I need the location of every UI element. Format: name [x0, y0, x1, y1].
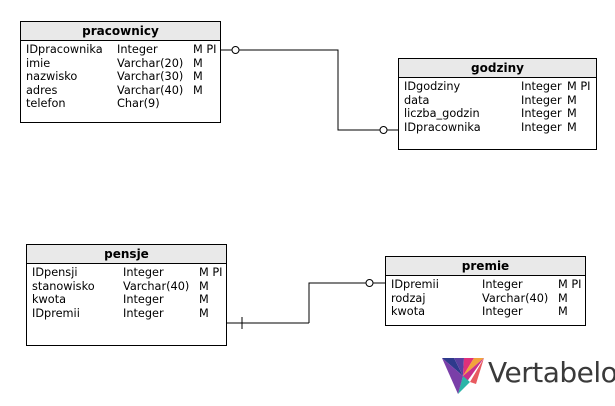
column-type: Varchar(40)	[117, 83, 184, 97]
table-title: pensje	[27, 245, 226, 264]
column-flags: M PI	[558, 278, 582, 291]
column-flags: M	[193, 83, 203, 97]
column-type: Integer	[521, 120, 562, 134]
column-flags: M	[193, 56, 203, 70]
column-flags: M PI	[193, 43, 217, 56]
table-title: pracownicy	[21, 22, 220, 41]
column-type: Integer	[521, 93, 562, 107]
column-type: Integer	[521, 107, 562, 120]
table-title: godziny	[399, 59, 596, 78]
column-name: liczba_godzin	[404, 107, 480, 120]
column-row: IDgodziny Integer M PI	[399, 80, 596, 94]
table-premie[interactable]: premie IDpremii Integer M PI rodzaj Varc…	[385, 256, 586, 326]
column-name: telefon	[26, 97, 66, 110]
column-flags: M	[558, 305, 568, 318]
column-flags: M PI	[567, 80, 591, 93]
logo-text: Vertabelo	[488, 356, 615, 389]
column-type: Integer	[482, 278, 523, 291]
column-type: Integer	[482, 305, 523, 318]
column-name: IDpensji	[32, 266, 78, 279]
column-flags: M PI	[199, 266, 223, 279]
vertabelo-logo-icon	[442, 358, 484, 394]
column-name: kwota	[32, 293, 67, 306]
table-godziny[interactable]: godziny IDgodziny Integer M PI data Inte…	[398, 58, 597, 150]
column-flags: M	[567, 107, 577, 120]
column-row: kwota Integer M	[27, 293, 226, 307]
column-row: IDpracownika Integer M PI	[21, 43, 220, 57]
column-flags: M	[567, 93, 577, 107]
column-flags: M	[199, 293, 209, 306]
column-row: stanowisko Varchar(40) M	[27, 280, 226, 294]
column-name: rodzaj	[391, 291, 426, 305]
column-name: nazwisko	[26, 70, 78, 83]
column-row: data Integer M	[399, 94, 596, 108]
table-pracownicy[interactable]: pracownicy IDpracownika Integer M PI imi…	[20, 21, 221, 123]
column-name: adres	[26, 83, 58, 97]
column-name: imie	[26, 56, 51, 70]
relationship-pracownicy-godziny[interactable]	[221, 46, 399, 134]
column-row: kwota Integer M	[386, 305, 585, 319]
column-name: kwota	[391, 305, 426, 318]
column-row: telefon Char(9)	[21, 97, 220, 111]
column-name: IDpracownika	[26, 43, 103, 56]
column-name: IDpremii	[391, 278, 439, 291]
column-type: Char(9)	[117, 97, 160, 110]
column-type: Varchar(30)	[117, 70, 184, 83]
column-row: rodzaj Varchar(40) M	[386, 292, 585, 306]
table-pensje[interactable]: pensje IDpensji Integer M PI stanowisko …	[26, 244, 227, 346]
column-type: Varchar(40)	[482, 291, 549, 305]
column-type: Varchar(40)	[123, 279, 190, 293]
column-row: liczba_godzin Integer M	[399, 107, 596, 121]
column-type: Integer	[117, 43, 158, 56]
column-type: Integer	[521, 80, 562, 93]
column-name: data	[404, 93, 430, 107]
vertabelo-logo: Vertabelo	[440, 354, 615, 398]
column-row: imie Varchar(20) M	[21, 57, 220, 71]
column-row: nazwisko Varchar(30) M	[21, 70, 220, 84]
column-type: Integer	[123, 293, 164, 306]
column-flags: M	[199, 306, 209, 320]
column-type: Integer	[123, 266, 164, 279]
column-row: IDpracownika Integer M	[399, 121, 596, 135]
column-row: adres Varchar(40) M	[21, 84, 220, 98]
column-flags: M	[193, 70, 203, 83]
column-flags: M	[558, 291, 568, 305]
column-type: Integer	[123, 306, 164, 320]
column-row: IDpensji Integer M PI	[27, 266, 226, 280]
column-row: IDpremii Integer M	[27, 307, 226, 321]
column-flags: M	[567, 120, 577, 134]
table-title: premie	[386, 257, 585, 276]
column-flags: M	[199, 279, 209, 293]
column-name: IDpracownika	[404, 120, 481, 134]
relationship-pensje-premie[interactable]	[227, 279, 385, 330]
column-row: IDpremii Integer M PI	[386, 278, 585, 292]
column-name: IDgodziny	[404, 80, 461, 93]
column-name: stanowisko	[32, 279, 95, 293]
column-name: IDpremii	[32, 306, 80, 320]
column-type: Varchar(20)	[117, 56, 184, 70]
